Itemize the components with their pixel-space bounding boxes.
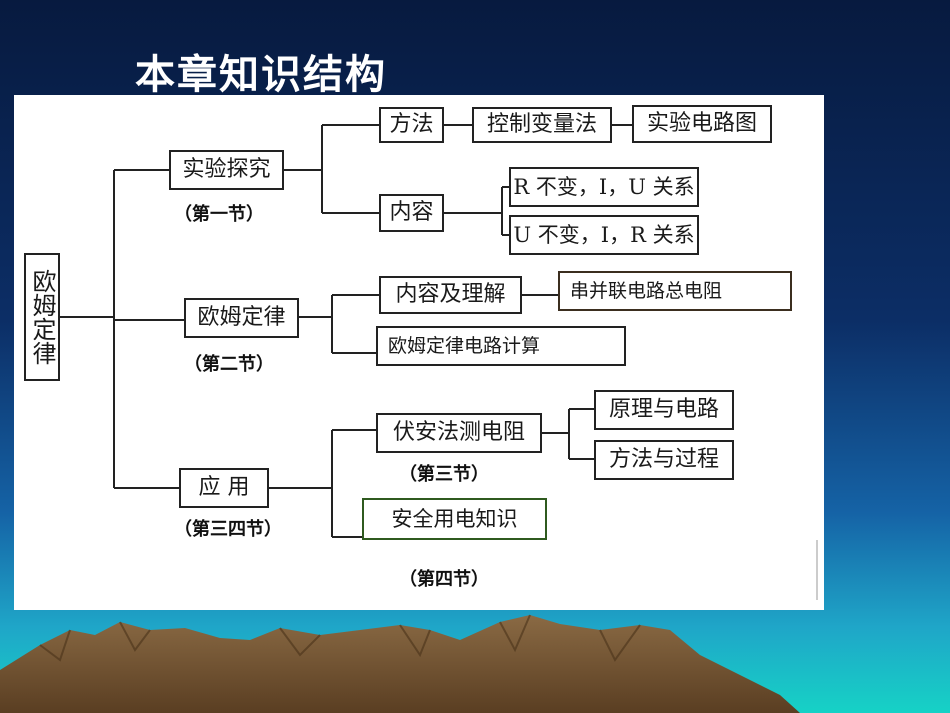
node-principle-circuit: 原理与电路 (594, 390, 734, 430)
mountain-decoration (0, 614, 800, 713)
section-label-4: （第四节） (399, 569, 489, 590)
node-ohms-law: 欧姆定律 (184, 298, 299, 338)
node-control-variable: 控制变量法 (472, 107, 612, 143)
node-total-resistance: 串并联电路总电阻 (558, 271, 792, 311)
node-experiment: 实验探究 (169, 150, 284, 190)
root-node: 欧姆定律 (24, 253, 60, 381)
node-content: 内容 (379, 194, 444, 232)
node-circuit-calculation: 欧姆定律电路计算 (376, 326, 626, 366)
section-label-1: （第一节） (174, 204, 264, 225)
node-experiment-circuit: 实验电路图 (632, 105, 772, 143)
section-label-34: （第三四节） (174, 519, 282, 540)
node-u-constant: U 不变，I，R 关系 (509, 215, 699, 255)
section-label-3: （第三节） (399, 464, 489, 485)
node-voltammetry: 伏安法测电阻 (376, 413, 542, 453)
node-electrical-safety: 安全用电知识 (362, 498, 547, 540)
diagram-panel: 欧姆定律 实验探究 （第一节） 方法 控制变量法 实验电路图 内容 R 不变，I… (14, 95, 824, 610)
node-r-constant: R 不变，I，U 关系 (509, 167, 699, 207)
node-content-understanding: 内容及理解 (379, 276, 522, 314)
connector-lines (59, 124, 818, 600)
slide-title: 本章知识结构 (135, 52, 387, 98)
node-method: 方法 (379, 107, 444, 143)
node-application: 应 用 (179, 468, 269, 508)
node-method-process: 方法与过程 (594, 440, 734, 480)
section-label-2: （第二节） (184, 354, 274, 375)
